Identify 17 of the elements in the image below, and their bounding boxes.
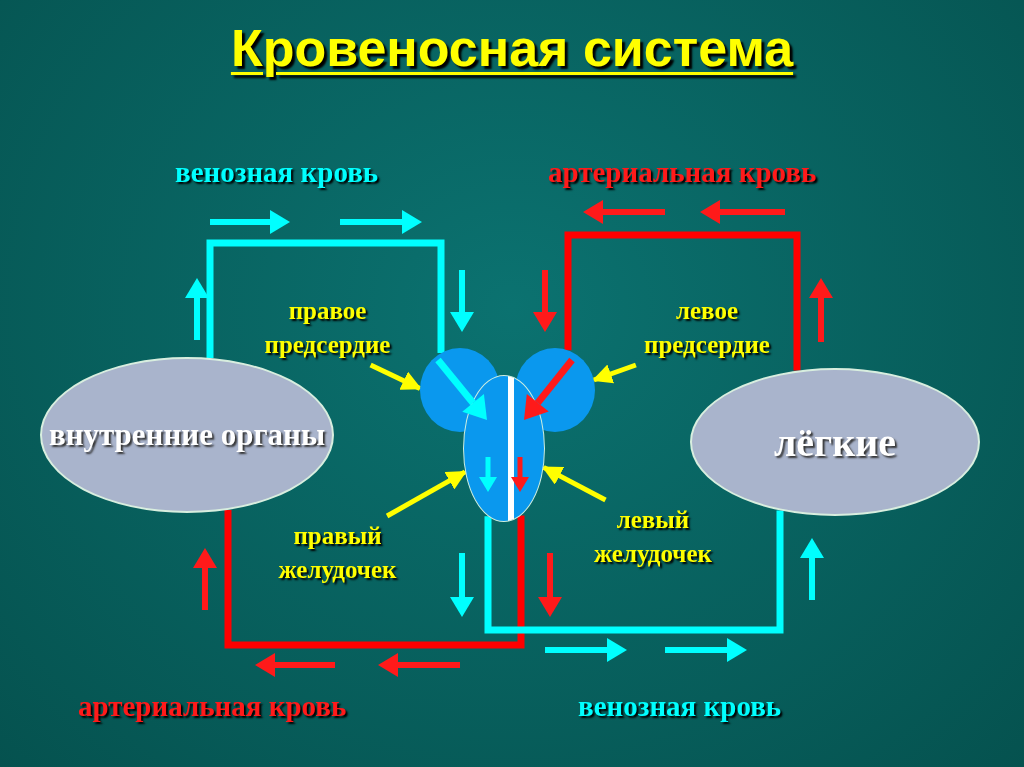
flow-label: венозная кровь: [578, 690, 782, 723]
vessel-line: [484, 510, 784, 634]
flow-label: артериальная кровь: [78, 690, 347, 723]
organ-label: лёгкие: [773, 418, 897, 466]
flow-label: венозная кровь: [175, 156, 379, 189]
leader-line: [591, 362, 637, 384]
chamber-label: правое предсердие: [263, 295, 392, 360]
chamber-label: левое предсердие: [643, 295, 771, 360]
leader-line: [385, 469, 467, 519]
flow-label: артериальная кровь: [548, 156, 817, 189]
title: Кровеносная система: [229, 18, 795, 78]
chamber-label: левый желудочек: [593, 505, 713, 569]
chamber-label: правый желудочек: [277, 521, 398, 585]
vessel-line: [206, 239, 445, 358]
organ-label: внутренние органы: [48, 417, 326, 453]
leader-line: [369, 362, 422, 391]
vessel-line: [564, 231, 801, 371]
